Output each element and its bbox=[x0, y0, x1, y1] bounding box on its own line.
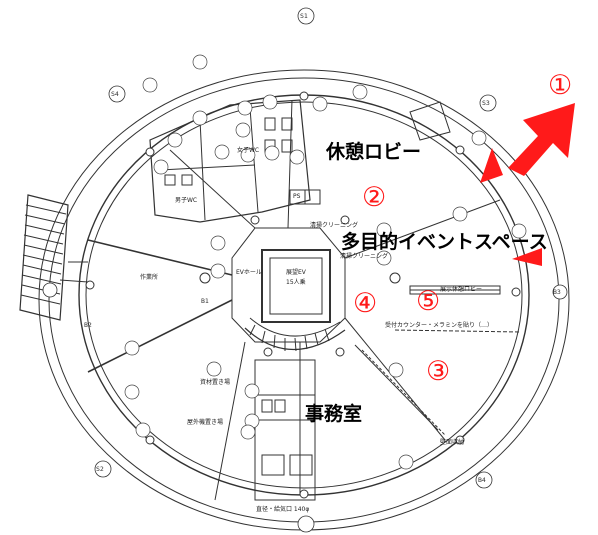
marker-4: ④ bbox=[353, 288, 378, 319]
column-label: S4 bbox=[111, 90, 119, 98]
external-stair bbox=[19, 194, 89, 321]
red-arrow bbox=[508, 103, 575, 176]
reception-label: 受付カウンター・メラミンを貼り（…） bbox=[385, 322, 494, 329]
column-label: S2 bbox=[96, 465, 104, 473]
ev-hall-label: EVホール bbox=[236, 269, 262, 276]
bottom-note-label: 直径・給気口 140φ bbox=[256, 506, 310, 513]
cabinet-label: 壁面収納 bbox=[440, 439, 465, 446]
elevator-capacity-label: 15人乗 bbox=[286, 279, 306, 286]
column-label: B2 bbox=[84, 321, 92, 329]
workroom-label: 作業所 bbox=[140, 274, 159, 281]
office-block bbox=[254, 359, 316, 501]
marker-5: ⑤ bbox=[416, 286, 441, 317]
building-wall-inner bbox=[85, 101, 523, 489]
lobby-small-label: 展示休憩ロビー bbox=[440, 286, 483, 293]
ps-label: PS bbox=[293, 193, 301, 200]
office-caption: 事務室 bbox=[305, 403, 363, 425]
cleaning-mid-label: 清掃クリーニング bbox=[340, 253, 389, 260]
marker-2: ② bbox=[362, 182, 387, 213]
column-label: S3 bbox=[482, 99, 490, 107]
red-marker-top bbox=[480, 148, 503, 183]
column-label: B1 bbox=[201, 297, 209, 305]
elevator-label: 展望EV bbox=[286, 269, 306, 276]
outdoor-storage-label: 屋外機置き場 bbox=[187, 419, 224, 426]
elevator-shaft bbox=[261, 249, 331, 323]
column-label: B4 bbox=[478, 476, 486, 484]
event-space-caption: 多目的イベントスペース bbox=[341, 231, 548, 253]
cleaning-top-label: 清掃クリーニング bbox=[310, 222, 359, 229]
marker-1: ① bbox=[548, 70, 573, 101]
red-marker-right bbox=[512, 248, 542, 266]
central-core bbox=[231, 227, 346, 343]
womens-wc-label: 女子WC bbox=[237, 147, 260, 154]
column-label: B3 bbox=[553, 288, 561, 296]
storage-label: 資材置き場 bbox=[200, 379, 231, 386]
lounge-caption: 休憩ロビー bbox=[326, 141, 422, 163]
marker-3: ③ bbox=[426, 356, 451, 387]
column-label: S1 bbox=[300, 12, 308, 20]
mens-wc-label: 男子WC bbox=[175, 197, 198, 204]
